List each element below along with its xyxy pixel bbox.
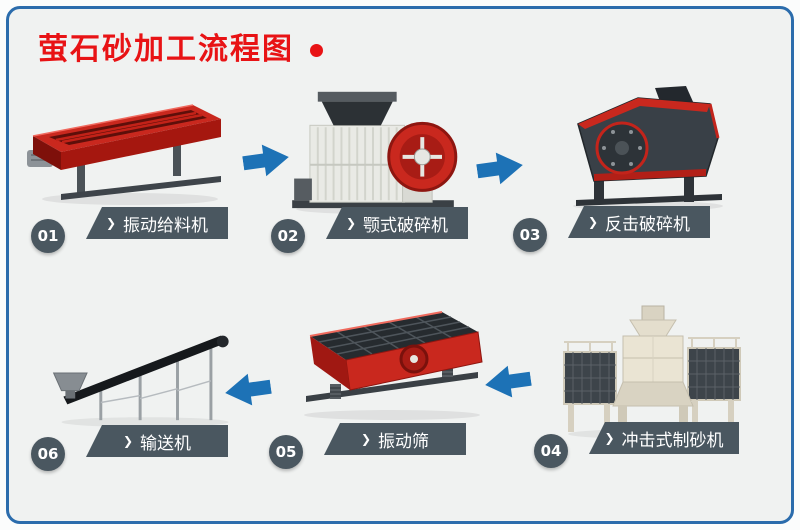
step-label-banner: ❯ 振动筛: [324, 423, 466, 455]
step-label: 振动筛: [378, 431, 430, 452]
step-impact-crusher: 03 ❯ 反击破碎机: [513, 82, 735, 252]
vibrating-screen-image: [292, 302, 492, 424]
step-label: 冲击式制砂机: [621, 430, 724, 451]
header: 萤石砂加工流程图: [38, 24, 323, 68]
step-label-banner: ❯ 振动给料机: [86, 207, 228, 239]
step-label: 反击破碎机: [605, 214, 691, 235]
step-number-badge: 05: [269, 435, 303, 469]
flow-arrow-left-1: [480, 359, 533, 405]
step-jaw-crusher: 02 ❯ 颚式破碎机: [271, 78, 468, 253]
step-vibrating-screen: 05 ❯ 振动筛: [269, 302, 492, 470]
chevron-right-icon: ❯: [604, 431, 615, 445]
chevron-right-icon: ❯: [360, 432, 372, 446]
sand-making-machine-image: [560, 300, 745, 440]
page-title: 萤石砂加工流程图: [38, 32, 294, 67]
step-label: 颚式破碎机: [363, 215, 449, 236]
step-label-banner: ❯ 输送机: [86, 425, 228, 457]
chevron-right-icon: ❯: [345, 216, 357, 230]
jaw-crusher-image: [283, 78, 463, 216]
step-label: 振动给料机: [123, 215, 209, 236]
chevron-right-icon: ❯: [587, 215, 599, 229]
step-label-banner: ❯ 反击破碎机: [568, 206, 710, 238]
step-vibrating-feeder: 01 ❯ 振动给料机: [25, 92, 240, 253]
impact-crusher-image: [560, 82, 735, 212]
chevron-right-icon: ❯: [122, 434, 134, 448]
step-label: 输送机: [140, 433, 192, 454]
step-number-badge: 06: [31, 437, 65, 471]
step-number-badge: 04: [534, 434, 568, 468]
chevron-right-icon: ❯: [105, 216, 117, 230]
step-number-badge: 02: [271, 219, 305, 253]
vibrating-feeder-image: [25, 92, 240, 207]
step-sand-making-machine: 04 ❯ 冲击式制砂机: [534, 300, 745, 470]
step-belt-conveyor: 06 ❯ 输送机: [31, 312, 245, 472]
belt-conveyor-image: [50, 312, 245, 430]
flow-arrow-right-1: [240, 137, 293, 183]
title-dot-icon: [310, 43, 323, 57]
flow-arrow-right-2: [474, 145, 527, 191]
step-number-badge: 03: [513, 218, 547, 252]
step-label-banner: ❯ 冲击式制砂机: [589, 422, 739, 454]
flow-arrow-left-2: [220, 367, 273, 413]
step-number-badge: 01: [31, 219, 65, 253]
step-label-banner: ❯ 颚式破碎机: [326, 207, 468, 239]
